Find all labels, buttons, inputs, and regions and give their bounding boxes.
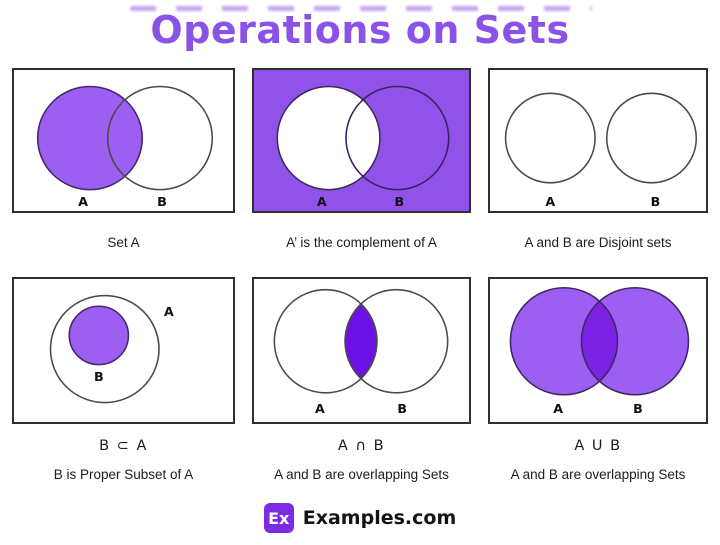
venn-panel-set-a: A B Set A [12, 68, 235, 277]
label-b: B [651, 194, 661, 209]
circle-a-outline [509, 286, 619, 396]
disjoint-diagram-box: A B [488, 68, 708, 213]
set-a-diagram-box: A B [12, 68, 235, 213]
label-b: B [157, 195, 167, 210]
symbol-union: A U B [574, 438, 622, 454]
symbol-intersection: A ∩ B [337, 438, 386, 454]
circle-b-outline [106, 85, 214, 191]
site-name: Examples.com [302, 507, 457, 529]
union-overlap-region [581, 287, 618, 395]
venn-grid: A B Set A A B A’ is the complement of A … [0, 68, 720, 483]
union-diagram-box: A B [488, 277, 708, 424]
caption-complement: A’ is the complement of A [286, 235, 437, 250]
footer-brand: Ex Examples.com [0, 503, 720, 533]
union-venn-svg: A B [509, 286, 690, 416]
label-a: A [315, 401, 325, 416]
label-a: A [317, 194, 327, 209]
disjoint-venn-svg: A B [504, 92, 698, 209]
subset-venn-svg: A B [49, 294, 174, 404]
circle-a-outline [273, 288, 378, 394]
venn-panel-intersection: A B A ∩ B A and B are overlapping Sets [252, 277, 471, 483]
caption-disjoint: A and B are Disjoint sets [524, 235, 672, 250]
venn-panel-proper-subset: A B B ⊂ A B is Proper Subset of A [12, 277, 235, 483]
cropped-text-artifact [130, 6, 592, 11]
circle-a-outline [504, 92, 596, 184]
caption-intersection: A and B are overlapping Sets [274, 467, 449, 482]
complement-venn-svg: A B [254, 70, 469, 211]
venn-panel-complement: A B A’ is the complement of A [252, 68, 471, 277]
circle-a-filled [36, 85, 144, 191]
page-title: Operations on Sets [150, 8, 570, 52]
intersection-diagram-box: A B [252, 277, 471, 424]
complement-diagram-box: A B [252, 68, 471, 213]
label-b: B [94, 370, 104, 385]
circle-b-outline [345, 85, 450, 191]
label-a: A [545, 194, 555, 209]
circle-b-outline [580, 286, 690, 396]
circle-b-outline [605, 92, 698, 184]
circle-a-white [276, 85, 381, 191]
caption-set-a: Set A [107, 235, 140, 250]
circle-b-filled [68, 305, 130, 366]
venn-panel-disjoint: A B A and B are Disjoint sets [488, 68, 708, 277]
symbol-proper-subset: B ⊂ A [99, 438, 148, 454]
caption-proper-subset: B is Proper Subset of A [53, 467, 194, 482]
circle-a-outline [49, 294, 160, 404]
examples-logo-badge: Ex [263, 503, 294, 533]
label-a: A [164, 305, 174, 320]
label-b: B [397, 401, 407, 416]
label-a: A [78, 195, 88, 210]
label-b: B [394, 194, 404, 209]
set-a-venn-svg: A B [36, 85, 214, 210]
venn-panel-union: A B A U B A and B are overlapping Sets [488, 277, 708, 483]
intersection-venn-svg: A B [273, 288, 449, 416]
circle-b-outline [344, 288, 449, 394]
label-a: A [553, 401, 563, 416]
caption-union: A and B are overlapping Sets [510, 467, 686, 482]
subset-diagram-box: A B [12, 277, 235, 424]
label-b: B [633, 401, 643, 416]
